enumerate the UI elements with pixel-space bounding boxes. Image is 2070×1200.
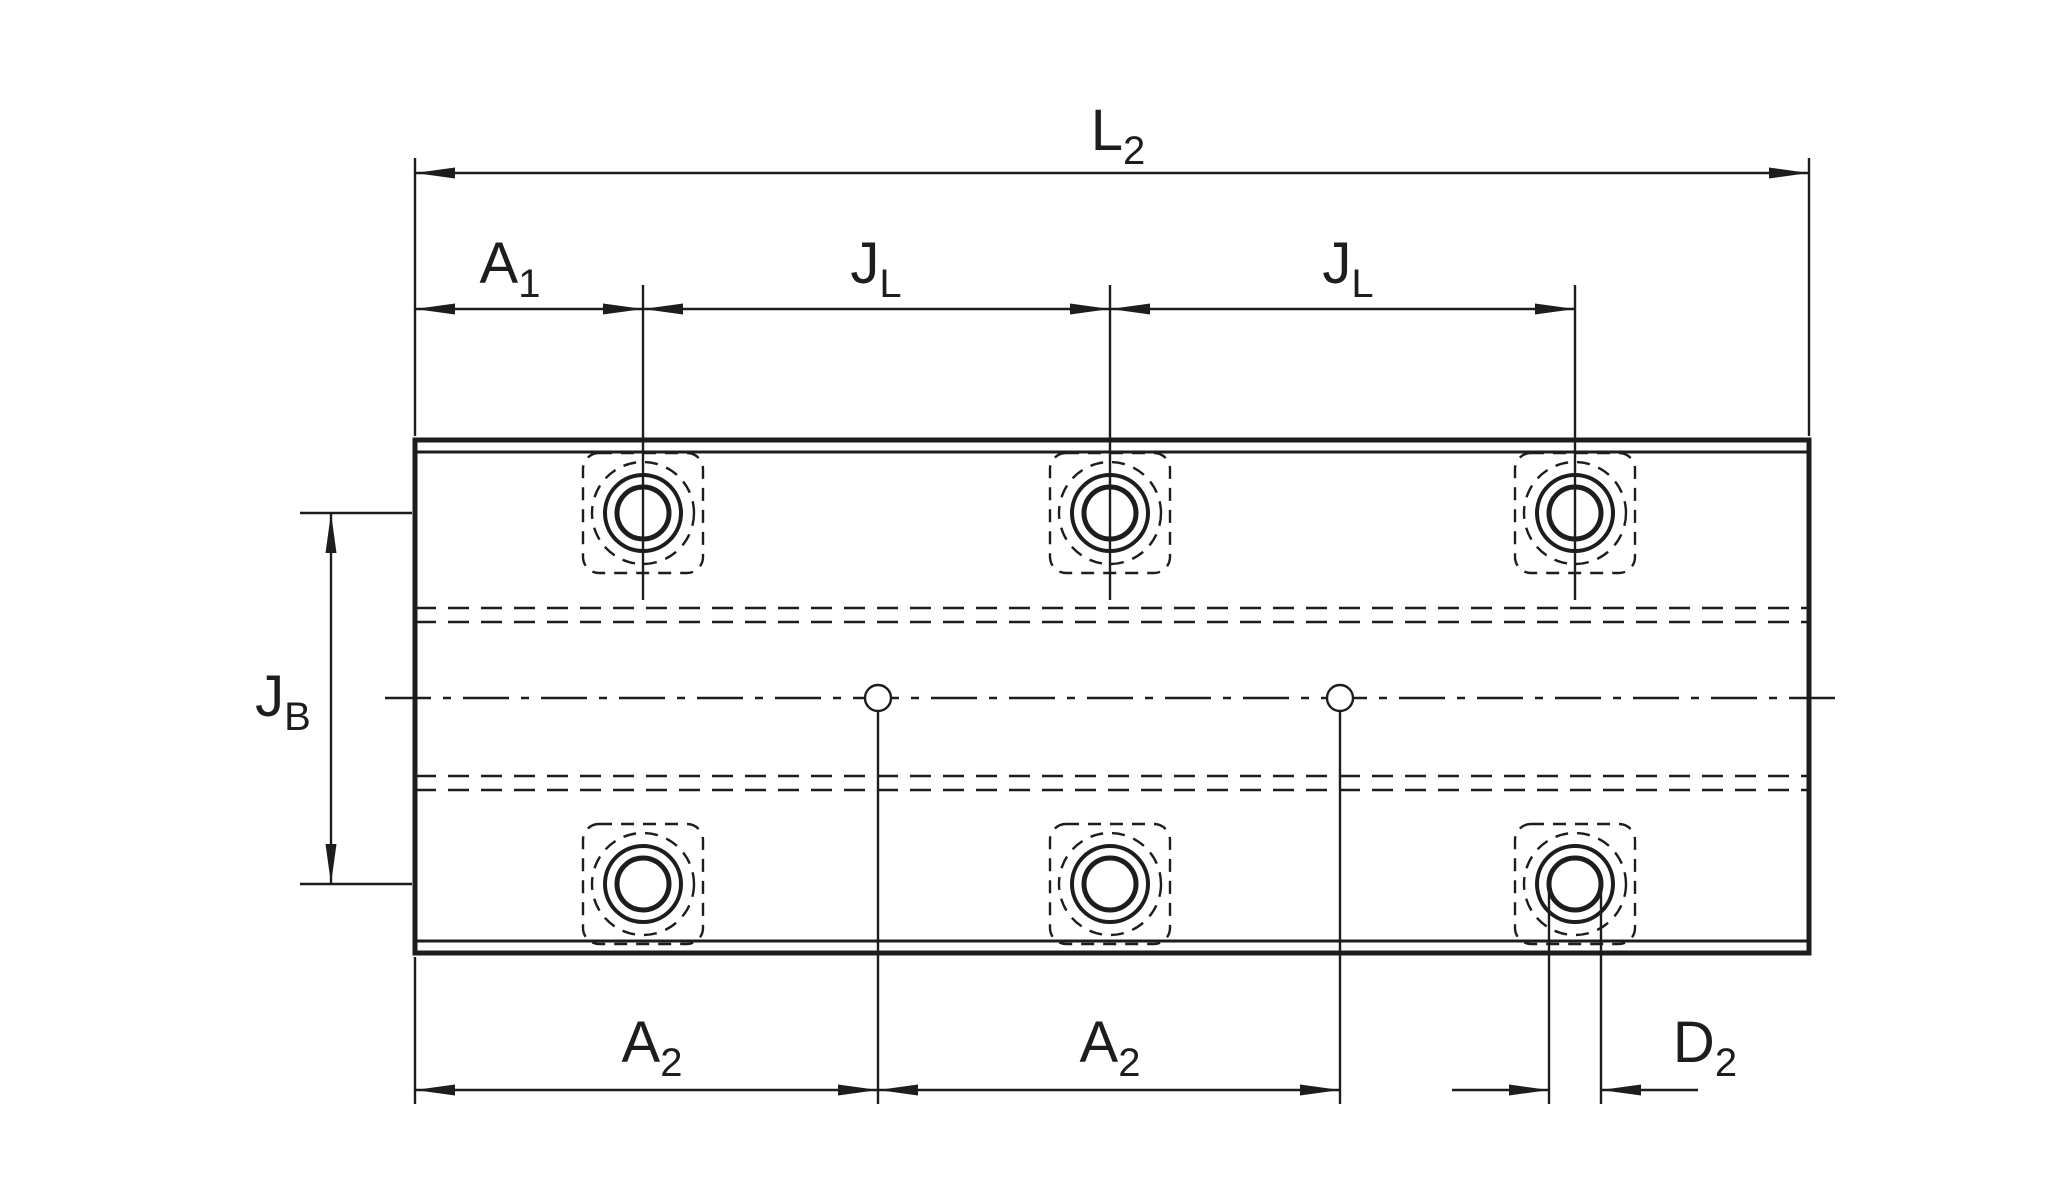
hole-counterbore-dashed-circle: [1057, 831, 1163, 937]
hole-counterbore-dashed-circle: [590, 831, 696, 937]
label-A1: A1: [480, 231, 541, 306]
label-JB: JB: [255, 664, 311, 739]
label-D2: D2: [1673, 1010, 1737, 1085]
hole-pocket-dashed-outline: [581, 822, 705, 946]
extension-lines: [300, 158, 1811, 1104]
dimension-lines: [325, 167, 1809, 1096]
hole-outer-circle: [603, 844, 683, 924]
hole-pocket-dashed-outline: [1513, 822, 1637, 946]
hole-inner-circle: [1546, 855, 1604, 913]
label-JL-right: JL: [1322, 231, 1373, 306]
label-JL-left: JL: [850, 231, 901, 306]
label-A2-left: A2: [622, 1010, 683, 1085]
hole-counterbore-dashed-circle: [590, 460, 696, 566]
center-pin-hole-1: [863, 683, 893, 713]
hole-outer-circle: [1070, 844, 1150, 924]
hole-pocket-dashed-outline: [1048, 822, 1172, 946]
hole-counterbore-dashed-circle: [1522, 831, 1628, 937]
mounting-hole-bottom-1: [581, 822, 705, 946]
mounting-hole-bottom-2: [1048, 822, 1172, 946]
label-L2: L2: [1091, 98, 1146, 173]
label-A2-right: A2: [1080, 1010, 1141, 1085]
hidden-groove-lines: [415, 606, 1809, 792]
plate-outline: [412, 437, 1812, 956]
hole-counterbore-dashed-circle: [1522, 460, 1628, 566]
hole-outer-circle: [1535, 844, 1615, 924]
center-pin-hole-2: [1325, 683, 1355, 713]
hole-inner-circle: [614, 855, 672, 913]
hole-inner-circle: [1081, 855, 1139, 913]
mounting-hole-bottom-3: [1513, 822, 1637, 946]
hole-counterbore-dashed-circle: [1057, 460, 1163, 566]
